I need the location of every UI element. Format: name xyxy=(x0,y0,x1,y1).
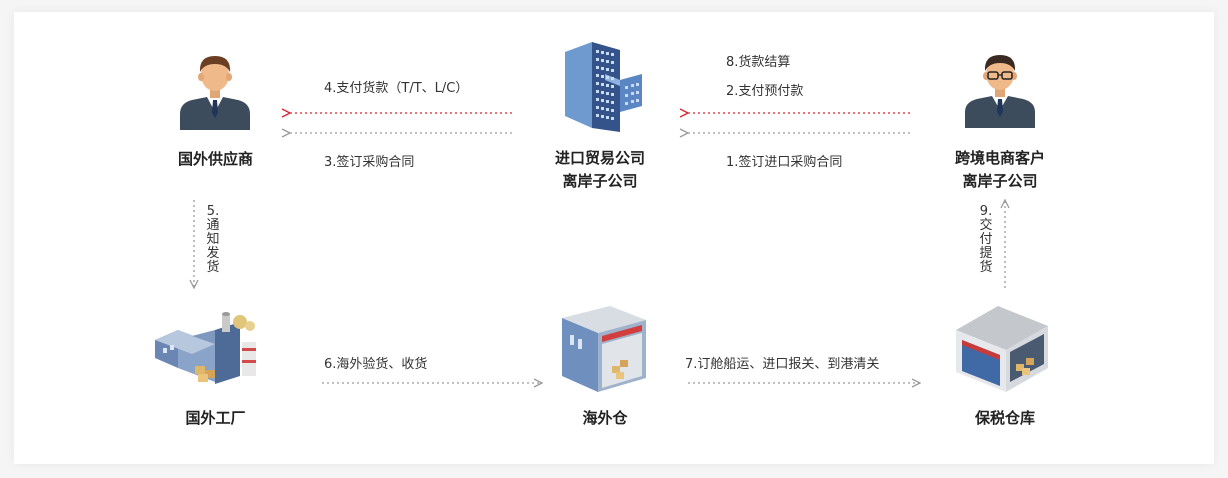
bonded-warehouse-icon xyxy=(956,306,1048,392)
office-building-icon xyxy=(565,42,642,132)
node-supplier: 国外供应商 xyxy=(177,150,253,168)
edge-label-9-num: 9. xyxy=(979,204,993,219)
customer-person-icon xyxy=(965,55,1035,128)
edge-label-2: 2.支付预付款 xyxy=(726,84,804,99)
edge-label-5-char: 通 xyxy=(206,218,220,233)
edge-label-5-char: 发 xyxy=(206,246,220,261)
edge-label-9-char: 付 xyxy=(979,232,993,247)
edge-label-5-num: 5. xyxy=(206,204,220,219)
edge-label-5-char: 货 xyxy=(206,260,220,275)
node-factory: 国外工厂 xyxy=(185,409,246,427)
node-trader-line1: 进口贸易公司 xyxy=(554,149,645,167)
edge-label-5-char: 知 xyxy=(206,232,220,247)
edge-label-9: 9. 交 付 提 货 xyxy=(978,205,994,275)
edge-label-3: 3.签订采购合同 xyxy=(324,155,415,170)
factory-icon xyxy=(155,312,256,384)
node-overseas-warehouse: 海外仓 xyxy=(582,409,628,427)
node-trader-line2: 离岸子公司 xyxy=(562,172,638,190)
supplier-person-icon xyxy=(180,56,250,130)
edge-label-4: 4.支付货款（T/T、L/C） xyxy=(324,81,469,96)
edge-label-9-char: 交 xyxy=(979,218,993,233)
edge-label-5: 5. 通 知 发 货 xyxy=(205,205,221,275)
edge-label-7: 7.订舱船运、进口报关、到港清关 xyxy=(685,357,880,372)
node-bonded-warehouse: 保税仓库 xyxy=(974,409,1035,427)
edge-label-6: 6.海外验货、收货 xyxy=(324,357,428,372)
edge-label-8: 8.货款结算 xyxy=(726,55,791,70)
overseas-warehouse-icon xyxy=(562,306,646,392)
node-customer-line1: 跨境电商客户 xyxy=(954,149,1045,167)
edge-label-1: 1.签订进口采购合同 xyxy=(726,155,843,170)
node-customer-line2: 离岸子公司 xyxy=(962,172,1038,190)
edge-label-9-char: 提 xyxy=(979,246,993,261)
edge-label-9-char: 货 xyxy=(979,260,993,275)
